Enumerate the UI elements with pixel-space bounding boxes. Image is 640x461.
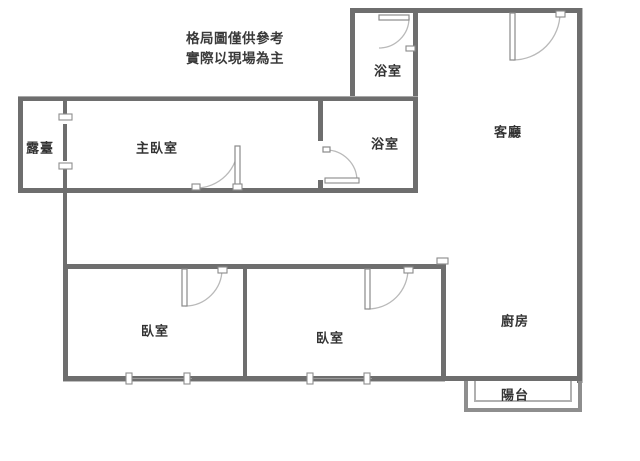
- room-label-living-room: 客廳: [493, 125, 523, 141]
- door-arc-bedroom-left: [184, 268, 223, 307]
- door-jamb-bedroom-left: [217, 266, 228, 274]
- wall-lower-top: [63, 264, 445, 269]
- window-mullion-bl-1: [125, 372, 133, 385]
- opening-terrace-upper: [58, 113, 73, 121]
- room-label-bedroom-left: 臥室: [140, 324, 170, 340]
- balcony-outer-bottom: [464, 408, 582, 412]
- wall-bath-lower-right: [413, 96, 418, 193]
- wall-lower-left: [63, 264, 68, 381]
- door-arc-entry: [512, 12, 561, 61]
- plan-disclaimer-line-1: 格局圖僅供參考: [186, 31, 284, 47]
- wall-terrace-divider-mid: [63, 124, 67, 161]
- wall-bath-upper-right: [413, 8, 418, 101]
- door-arc-bath-upper: [378, 17, 410, 49]
- window-mullion-br-1: [306, 372, 314, 385]
- door-jamb-master-right: [232, 183, 243, 191]
- balcony-outer-left: [464, 381, 468, 412]
- balcony-outer-right: [578, 381, 582, 412]
- doors-group: [181, 10, 566, 310]
- wall-left-spine: [63, 193, 67, 268]
- door-jamb-master-left: [191, 183, 201, 191]
- door-arc-bedroom-right: [367, 268, 409, 310]
- wall-lower-bottom: [63, 376, 445, 381]
- door-leaf-bedroom-left: [181, 268, 188, 307]
- wall-bath-upper-top: [350, 8, 418, 13]
- door-leaf-bath-upper: [378, 14, 410, 21]
- wall-kitchen-left: [441, 262, 446, 381]
- wall-masterbed-right-lower: [318, 180, 323, 193]
- window-mullion-br-2: [363, 372, 371, 385]
- wall-left-upperleft: [18, 96, 23, 193]
- room-label-bedroom-right: 臥室: [315, 331, 345, 347]
- wall-kitchen-bottom: [441, 376, 582, 381]
- door-leaf-bath-lower: [322, 146, 331, 153]
- wall-bath-upper-left: [350, 8, 355, 101]
- wall-bedroom-divider: [243, 264, 247, 381]
- wall-terrace-divider-bottom: [63, 169, 67, 193]
- walls-group: [18, 8, 582, 383]
- wall-masterbed-right: [318, 101, 323, 141]
- room-label-bathroom-lower: 浴室: [370, 137, 400, 153]
- room-label-bathroom-upper: 浴室: [373, 64, 403, 80]
- wall-living-top: [413, 8, 582, 13]
- room-label-balcony: 陽台: [500, 388, 530, 404]
- door-jamb-bath-upper: [405, 45, 416, 52]
- room-label-kitchen: 廚房: [500, 314, 530, 330]
- balcony-group: [464, 381, 582, 412]
- wall-living-right: [577, 8, 582, 383]
- window-mullion-bl-2: [183, 372, 191, 385]
- room-label-terrace: 露臺: [25, 141, 55, 157]
- door-jamb-bedroom-right: [403, 266, 414, 274]
- door-leaf-entry: [509, 12, 516, 61]
- door-arc-master: [195, 145, 239, 189]
- door-arc-bath-lower: [325, 149, 358, 182]
- balcony-inner-left: [474, 381, 476, 402]
- balcony-inner-right: [570, 381, 572, 402]
- plan-disclaimer-line-2: 實際以現場為主: [186, 50, 284, 67]
- balcony-inner-bottom: [474, 400, 572, 402]
- windows-group: [58, 113, 372, 385]
- door-jamb-entry-right: [555, 10, 566, 18]
- room-label-master-bedroom: 主臥室: [135, 141, 179, 157]
- wall-bottom-upperleft: [18, 188, 418, 193]
- door-jamb-kitchen-top: [436, 257, 449, 265]
- door-leaf-bedroom-right: [364, 268, 371, 310]
- door-leaf-master: [234, 145, 241, 189]
- door-jamb-bath-lower: [324, 177, 360, 184]
- wall-top-upperleft: [18, 96, 418, 101]
- plan-disclaimer-notice: 格局圖僅供參考 實際以現場為主: [135, 30, 335, 69]
- wall-terrace-divider-top: [63, 96, 67, 116]
- opening-terrace-lower: [58, 162, 73, 170]
